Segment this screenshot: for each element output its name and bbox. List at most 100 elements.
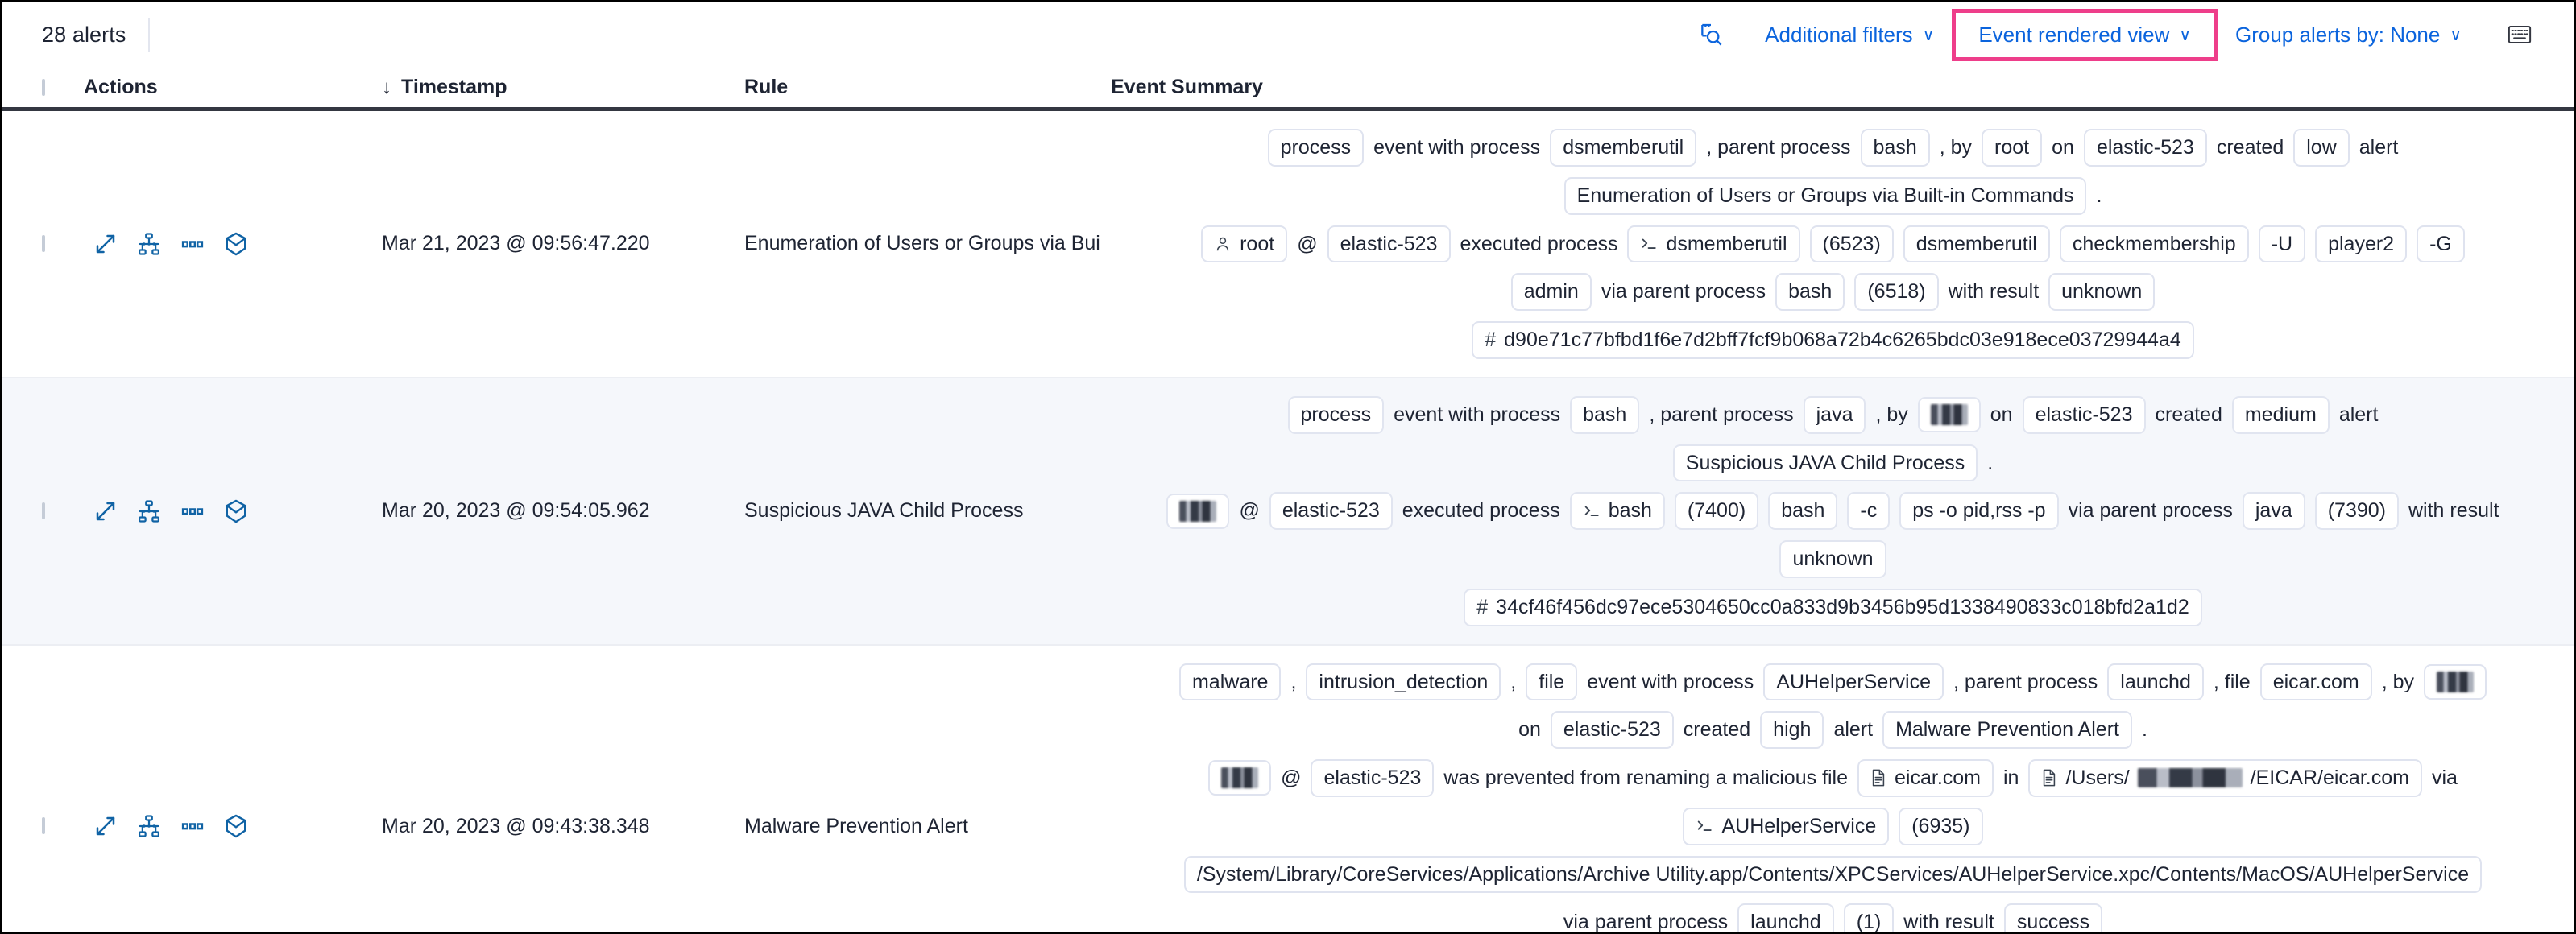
column-header-timestamp-label: Timestamp <box>401 76 507 98</box>
summary-chip[interactable]: dsmemberutil <box>1903 225 2050 263</box>
summary-chip[interactable]: root <box>1201 225 1288 263</box>
row-checkbox[interactable] <box>42 502 45 519</box>
row-checkbox[interactable] <box>42 234 45 252</box>
summary-chip[interactable]: java <box>2242 492 2305 530</box>
column-header-event-summary[interactable]: Event Summary <box>1111 76 2574 99</box>
summary-chip[interactable]: medium <box>2231 395 2330 434</box>
summary-text: created <box>2155 403 2222 426</box>
summary-chip[interactable]: java <box>1803 395 1866 434</box>
row-rule-name[interactable]: Enumeration of Users or Groups via Bui <box>744 232 1100 255</box>
summary-chip[interactable] <box>1917 397 1981 433</box>
summary-chip[interactable]: bash <box>1860 129 1930 167</box>
summary-chip[interactable]: launchd <box>1737 903 1834 932</box>
summary-chip[interactable]: admin <box>1510 273 1592 311</box>
summary-chip[interactable]: low <box>2293 129 2350 167</box>
summary-chip[interactable]: ps -o pid,rss -p <box>1899 492 2059 530</box>
row-rule-name[interactable]: Malware Prevention Alert <box>744 814 968 837</box>
summary-chip-label: eicar.com <box>1895 767 1981 789</box>
summary-chip[interactable]: launchd <box>2107 663 2204 701</box>
summary-chip[interactable]: -U <box>2258 225 2306 263</box>
summary-chip[interactable]: (1) <box>1843 903 1895 932</box>
summary-chip[interactable] <box>2424 663 2487 700</box>
summary-chip[interactable] <box>1208 760 1272 796</box>
summary-chip[interactable]: player2 <box>2315 225 2408 263</box>
inspect-query-icon[interactable] <box>1692 16 1729 53</box>
group-alerts-by-button[interactable]: Group alerts by: None ∨ <box>2221 18 2476 52</box>
expand-icon[interactable] <box>84 804 127 848</box>
summary-line: Enumeration of Users or Groups via Built… <box>1111 176 2555 215</box>
summary-chip[interactable]: checkmembership <box>2059 225 2249 263</box>
summary-text: . <box>2141 718 2147 742</box>
column-header-actions[interactable]: Actions <box>84 76 382 99</box>
additional-filters-button[interactable]: Additional filters ∨ <box>1750 18 1949 52</box>
summary-chip[interactable]: (7400) <box>1674 492 1759 530</box>
summary-chip[interactable]: (6518) <box>1854 273 1939 311</box>
summary-chip[interactable]: bash <box>1569 492 1665 530</box>
summary-chip[interactable]: dsmemberutil <box>1627 225 1800 263</box>
summary-chip[interactable]: elastic-523 <box>1269 492 1393 530</box>
expand-icon[interactable] <box>84 222 127 266</box>
summary-chip[interactable]: intrusion_detection <box>1306 663 1501 701</box>
column-header-timestamp[interactable]: ↓ Timestamp <box>382 76 744 99</box>
summary-chip[interactable]: eicar.com <box>2259 663 2372 701</box>
summary-chip[interactable]: -c <box>1847 492 1891 530</box>
summary-chip[interactable]: /Users//EICAR/eicar.com <box>2028 759 2422 797</box>
session-view-icon[interactable] <box>214 490 258 533</box>
summary-chip[interactable]: bash <box>1570 395 1640 434</box>
summary-chip[interactable]: elastic-523 <box>2022 395 2146 434</box>
summary-chip[interactable]: process <box>1267 129 1365 167</box>
summary-chip[interactable]: -G <box>2417 225 2465 263</box>
summary-chip[interactable]: process <box>1287 395 1385 434</box>
analyze-event-icon[interactable] <box>127 222 171 266</box>
analyze-event-icon[interactable] <box>127 804 171 848</box>
summary-chip[interactable]: Enumeration of Users or Groups via Built… <box>1563 176 2087 215</box>
summary-chip-label: unknown <box>1792 548 1874 570</box>
summary-chip[interactable]: bash <box>1768 492 1838 530</box>
event-rendered-view-button[interactable]: Event rendered view ∨ <box>1964 18 2205 52</box>
expand-icon[interactable] <box>84 490 127 533</box>
summary-chip[interactable]: file <box>1526 663 1578 701</box>
summary-chip[interactable]: #34cf46f456dc97ece5304650cc0a833d9b3456b… <box>1464 588 2202 626</box>
summary-chip[interactable]: #d90e71c77bfbd1f6e7d2bff7fcf9b068a72b4c6… <box>1472 321 2194 359</box>
summary-chip[interactable]: malware <box>1178 663 1282 701</box>
summary-chip[interactable]: elastic-523 <box>1550 711 1674 749</box>
keyboard-shortcuts-icon[interactable] <box>2500 16 2539 53</box>
summary-chip[interactable]: /System/Library/CoreServices/Application… <box>1183 855 2483 894</box>
summary-chip[interactable]: bash <box>1775 273 1845 311</box>
summary-chip-label: /System/Library/CoreServices/Application… <box>1196 862 2470 886</box>
summary-chip[interactable]: Suspicious JAVA Child Process <box>1672 444 1978 482</box>
more-actions-icon[interactable] <box>171 222 214 266</box>
session-view-icon[interactable] <box>214 222 258 266</box>
more-actions-icon[interactable] <box>171 804 214 848</box>
summary-chip[interactable]: success <box>2003 903 2103 932</box>
row-rule-name[interactable]: Suspicious JAVA Child Process <box>744 499 1024 523</box>
summary-chip[interactable]: unknown <box>2048 273 2156 311</box>
summary-chip[interactable]: elastic-523 <box>1311 759 1435 797</box>
summary-chip[interactable]: eicar.com <box>1857 759 1994 797</box>
summary-line: /System/Library/CoreServices/Application… <box>1111 855 2555 894</box>
summary-chip[interactable]: Malware Prevention Alert <box>1882 711 2132 749</box>
summary-chip[interactable] <box>1166 493 1230 529</box>
select-all-checkbox[interactable] <box>42 78 45 96</box>
more-actions-icon[interactable] <box>171 490 214 533</box>
row-checkbox[interactable] <box>42 817 45 835</box>
summary-chip[interactable]: (7390) <box>2314 492 2399 530</box>
summary-chip[interactable]: dsmemberutil <box>1550 129 1697 167</box>
summary-chip[interactable]: AUHelperService <box>1763 663 1944 701</box>
summary-chip[interactable]: elastic-523 <box>2083 129 2207 167</box>
summary-chip[interactable]: (6523) <box>1809 225 1894 263</box>
summary-chip[interactable]: unknown <box>1779 540 1886 578</box>
summary-chip[interactable]: AUHelperService <box>1683 807 1890 845</box>
session-view-icon[interactable] <box>214 804 258 848</box>
summary-chip[interactable]: (6935) <box>1899 807 1983 845</box>
summary-chip[interactable]: elastic-523 <box>1327 225 1451 263</box>
summary-chip[interactable]: high <box>1760 711 1824 749</box>
summary-chip[interactable]: root <box>1982 129 2043 167</box>
analyze-event-icon[interactable] <box>127 490 171 533</box>
column-header-rule[interactable]: Rule <box>744 76 1111 99</box>
